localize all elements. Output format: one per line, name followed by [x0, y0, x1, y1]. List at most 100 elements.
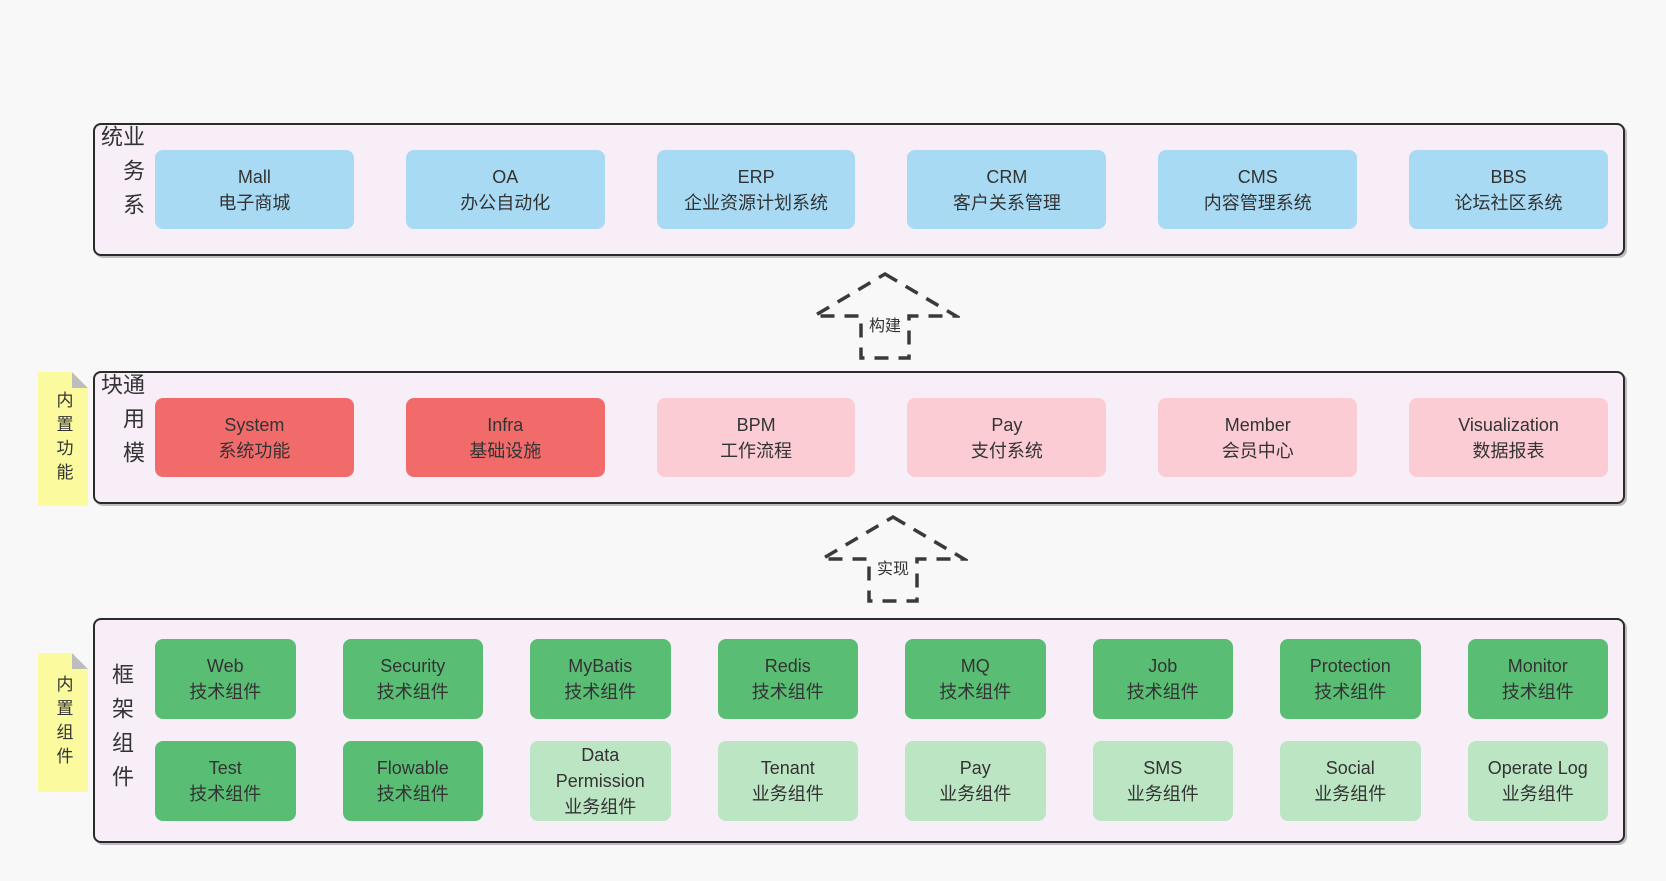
box-subtitle: 技术组件 — [1126, 682, 1199, 702]
layer-business-systems: 业务系统 Mall 电子商城 OA 办公自动化 ERP 企业资源计划系统 CRM… — [93, 123, 1625, 256]
box-subtitle: 技术组件 — [1314, 682, 1387, 702]
box-subtitle: 业务组件 — [1126, 784, 1199, 804]
box-title: Operate Log — [1487, 758, 1588, 778]
layer-label-components: 框架组件 — [103, 620, 139, 841]
box-subtitle: 技术组件 — [564, 682, 637, 702]
box-operate-log: Operate Log 业务组件 — [1467, 741, 1608, 821]
box-system: System 系统功能 — [155, 398, 354, 477]
box-bbs: BBS 论坛社区系统 — [1409, 150, 1608, 229]
layer-label-text: 通用模块 — [98, 373, 145, 475]
box-title: Tenant — [760, 758, 815, 778]
up-block-arrow-icon — [818, 514, 968, 603]
box-subtitle: 技术组件 — [376, 682, 449, 702]
box-social: Social 业务组件 — [1280, 741, 1421, 821]
box-title: Redis — [764, 656, 811, 676]
box-title: Social — [1325, 758, 1375, 778]
box-subtitle: 业务组件 — [1501, 784, 1574, 804]
box-subtitle: 内容管理系统 — [1203, 192, 1312, 213]
arrow-build: 构建 — [810, 271, 960, 361]
box-title: Visualization — [1458, 414, 1559, 435]
box-flowable: Flowable 技术组件 — [342, 741, 483, 821]
box-title: CRM — [986, 166, 1028, 187]
note-fold-icon — [72, 653, 88, 669]
box-protection: Protection 技术组件 — [1280, 639, 1421, 719]
box-title: System — [224, 414, 285, 435]
box-subtitle: 技术组件 — [1501, 682, 1574, 702]
sticky-note-built-in-features: 内置功能 — [38, 372, 88, 506]
box-subtitle: 技术组件 — [751, 682, 824, 702]
box-sms: SMS 业务组件 — [1092, 741, 1233, 821]
box-subtitle: 会员中心 — [1221, 440, 1294, 461]
box-subtitle: 论坛社区系统 — [1454, 192, 1563, 213]
box-mybatis: MyBatis 技术组件 — [530, 639, 671, 719]
box-subtitle: 技术组件 — [939, 682, 1012, 702]
box-data-permission: Data Permission 业务组件 — [530, 741, 671, 821]
box-mall: Mall 电子商城 — [155, 150, 354, 229]
box-subtitle: 技术组件 — [376, 784, 449, 804]
box-title: Web — [206, 656, 244, 676]
box-title: Monitor — [1507, 656, 1568, 676]
box-pay-component: Pay 业务组件 — [905, 741, 1046, 821]
box-job: Job 技术组件 — [1092, 639, 1233, 719]
box-mq: MQ 技术组件 — [905, 639, 1046, 719]
box-monitor: Monitor 技术组件 — [1467, 639, 1608, 719]
up-block-arrow-icon — [810, 271, 960, 360]
arrow-build-label: 构建 — [865, 311, 905, 337]
component-rows: Web 技术组件 Security 技术组件 MyBatis 技术组件 Redi… — [155, 639, 1608, 821]
box-title: ERP — [737, 166, 775, 187]
box-web: Web 技术组件 — [155, 639, 296, 719]
layer-framework-components: 框架组件 Web 技术组件 Security 技术组件 MyBatis 技术组件… — [93, 618, 1625, 843]
box-oa: OA 办公自动化 — [405, 150, 605, 229]
box-title: MyBatis — [568, 656, 633, 676]
box-erp: ERP 企业资源计划系统 — [656, 150, 856, 229]
box-subtitle: 系统功能 — [218, 440, 291, 461]
layer-label-modules: 通用模块 — [98, 373, 145, 502]
box-title: Mall — [237, 166, 271, 187]
box-infra: Infra 基础设施 — [405, 398, 605, 477]
box-title: BPM — [736, 414, 776, 435]
box-title: Data Permission — [555, 745, 645, 791]
business-boxes: Mall 电子商城 OA 办公自动化 ERP 企业资源计划系统 CRM 客户关系… — [155, 150, 1608, 229]
box-bpm: BPM 工作流程 — [656, 398, 856, 477]
box-title: Security — [380, 656, 446, 676]
box-subtitle: 电子商城 — [218, 192, 291, 213]
box-title: Flowable — [376, 758, 449, 778]
box-subtitle: 业务组件 — [564, 797, 637, 817]
box-title: Infra — [487, 414, 524, 435]
box-title: Test — [208, 758, 242, 778]
layer-label-text: 业务系统 — [98, 125, 145, 227]
box-subtitle: 业务组件 — [939, 784, 1012, 804]
sticky-note-text: 内置功能 — [53, 391, 73, 487]
box-subtitle: 客户关系管理 — [952, 192, 1061, 213]
layer-common-modules: 通用模块 System 系统功能 Infra 基础设施 BPM 工作流程 Pay… — [93, 371, 1625, 504]
box-member: Member 会员中心 — [1158, 398, 1358, 477]
box-title: BBS — [1490, 166, 1527, 187]
box-title: MQ — [960, 656, 990, 676]
box-subtitle: 企业资源计划系统 — [684, 192, 829, 213]
box-title: Member — [1224, 414, 1291, 435]
module-boxes: System 系统功能 Infra 基础设施 BPM 工作流程 Pay 支付系统… — [155, 398, 1608, 477]
sticky-note-built-in-components: 内置组件 — [38, 653, 88, 792]
box-subtitle: 技术组件 — [189, 682, 262, 702]
box-subtitle: 支付系统 — [970, 440, 1043, 461]
box-pay-module: Pay 支付系统 — [907, 398, 1107, 477]
component-row-1: Web 技术组件 Security 技术组件 MyBatis 技术组件 Redi… — [155, 639, 1608, 719]
box-redis: Redis 技术组件 — [717, 639, 858, 719]
box-crm: CRM 客户关系管理 — [907, 150, 1107, 229]
box-title: OA — [492, 166, 519, 187]
layer-label-business: 业务系统 — [98, 125, 145, 254]
box-test: Test 技术组件 — [155, 741, 296, 821]
box-title: Protection — [1309, 656, 1391, 676]
box-security: Security 技术组件 — [342, 639, 483, 719]
box-subtitle: 基础设施 — [469, 440, 542, 461]
sticky-note-text: 内置组件 — [53, 674, 73, 771]
arrow-implement: 实现 — [818, 514, 968, 604]
box-cms: CMS 内容管理系统 — [1158, 150, 1358, 229]
box-subtitle: 业务组件 — [1314, 784, 1387, 804]
box-title: SMS — [1143, 758, 1183, 778]
box-title: CMS — [1237, 166, 1278, 187]
arrow-implement-label: 实现 — [873, 554, 913, 580]
layer-label-text: 框架组件 — [109, 662, 134, 799]
box-subtitle: 工作流程 — [720, 440, 793, 461]
